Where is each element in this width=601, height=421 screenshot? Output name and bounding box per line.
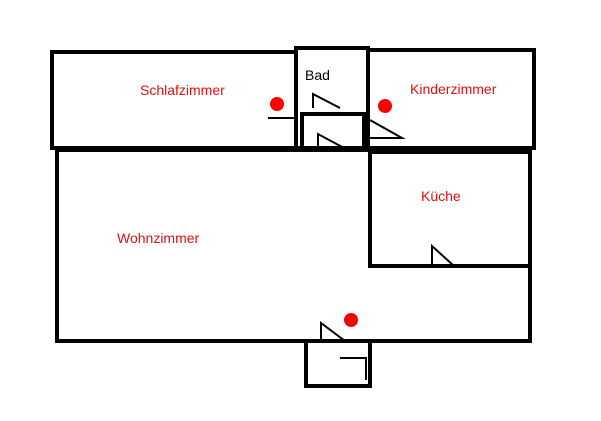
red-dot-marker[interactable] [378,99,392,113]
room-wohnzimmer[interactable]: Wohnzimmer [55,148,532,343]
room-label-schlafzimmer: Schlafzimmer [140,82,225,98]
kueche-walls [368,150,532,268]
entrance[interactable] [304,341,372,388]
door-swing-schlafzimmer[interactable] [268,117,297,138]
room-label-kueche: Küche [421,188,461,204]
door-swing-wohnzimmer[interactable] [320,321,346,342]
doors [268,92,455,380]
room-kueche[interactable]: Küche [368,150,532,268]
hall-segment [300,112,366,152]
door-swing-bad[interactable] [312,92,341,109]
door-swing-kueche[interactable] [431,243,455,267]
room-label-bad: Bad [305,67,330,83]
room-label-kinderzimmer: Kinderzimmer [410,81,497,97]
door-swing-entrance[interactable] [340,357,367,380]
hall-walls [300,112,366,152]
room-schlafzimmer[interactable]: Schlafzimmer [50,50,298,150]
entrance-walls [304,341,372,388]
room-bad[interactable]: Bad [294,46,370,150]
kinderzimmer-walls [366,48,536,150]
door-swing-kinderzimmer[interactable] [369,119,406,139]
room-kinderzimmer[interactable]: Kinderzimmer [366,48,536,150]
schlafzimmer-walls [50,50,298,150]
door-swing-hall[interactable] [317,132,345,149]
red-dot-marker[interactable] [270,97,284,111]
markers [270,97,392,327]
red-dot-marker[interactable] [344,313,358,327]
bad-walls [294,46,370,150]
room-label-wohnzimmer: Wohnzimmer [117,230,200,246]
